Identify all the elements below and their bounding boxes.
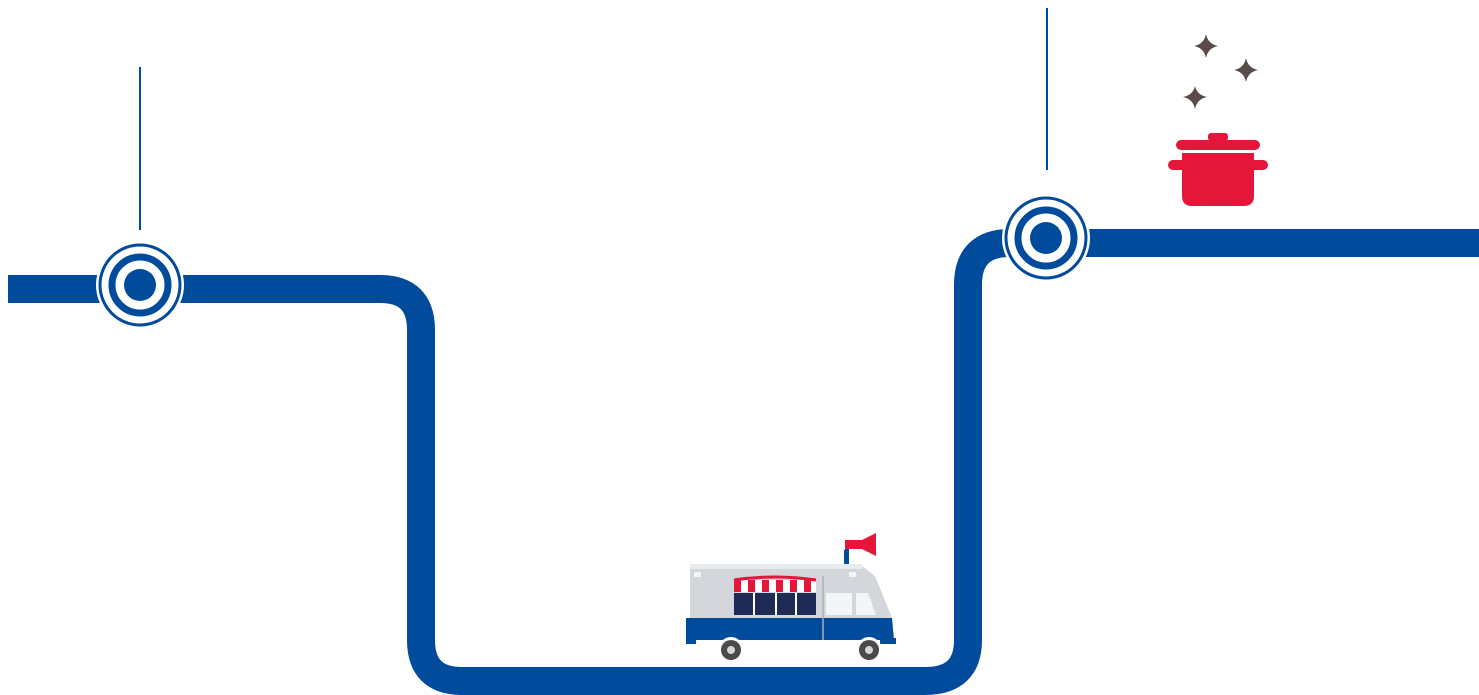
milestone-marker-1: [96, 241, 184, 329]
food-truck-icon: [686, 533, 896, 663]
sparkle-icon: [1183, 34, 1258, 109]
milestone-marker-2: [1002, 194, 1090, 282]
cooking-pot-icon: [1168, 133, 1268, 206]
wheel-icon: [856, 637, 882, 663]
wheel-icon: [718, 637, 744, 663]
